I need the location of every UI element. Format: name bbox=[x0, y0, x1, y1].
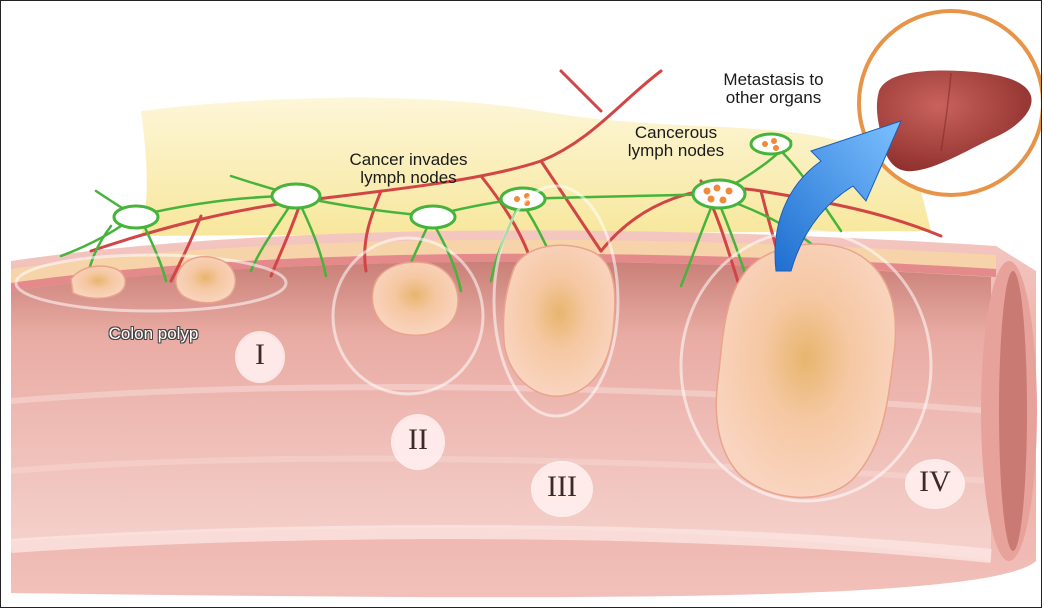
lymph-node bbox=[272, 184, 320, 208]
cancerous-lymph-node bbox=[751, 134, 791, 154]
stage-1-label: I bbox=[237, 338, 283, 372]
stage-4-label: IV bbox=[907, 465, 963, 499]
lymph-node bbox=[114, 206, 158, 228]
label-metastasis-line1: Metastasis to bbox=[701, 71, 846, 89]
polyp-tumor bbox=[71, 266, 125, 298]
label-metastasis-line2: other organs bbox=[701, 89, 846, 107]
label-cancerous-line1: Cancerous bbox=[616, 124, 736, 142]
polyp-tumor bbox=[176, 257, 235, 303]
stage-3-tumor bbox=[503, 245, 614, 396]
label-colon-polyp: Colon polyp bbox=[96, 325, 211, 343]
stage-2-label: II bbox=[393, 423, 443, 457]
label-invades-nodes: Cancer invades lymph nodes bbox=[326, 151, 491, 187]
label-cancerous-nodes: Cancerous lymph nodes bbox=[616, 124, 736, 160]
cancerous-lymph-node bbox=[693, 180, 745, 208]
label-metastasis: Metastasis to other organs bbox=[701, 71, 846, 107]
stage-3-label: III bbox=[533, 470, 591, 504]
label-invades-line2: lymph nodes bbox=[326, 169, 491, 187]
label-cancerous-line2: lymph nodes bbox=[616, 142, 736, 160]
stage-2-tumor bbox=[372, 262, 458, 335]
lymph-node bbox=[411, 206, 455, 228]
label-invades-line1: Cancer invades bbox=[326, 151, 491, 169]
